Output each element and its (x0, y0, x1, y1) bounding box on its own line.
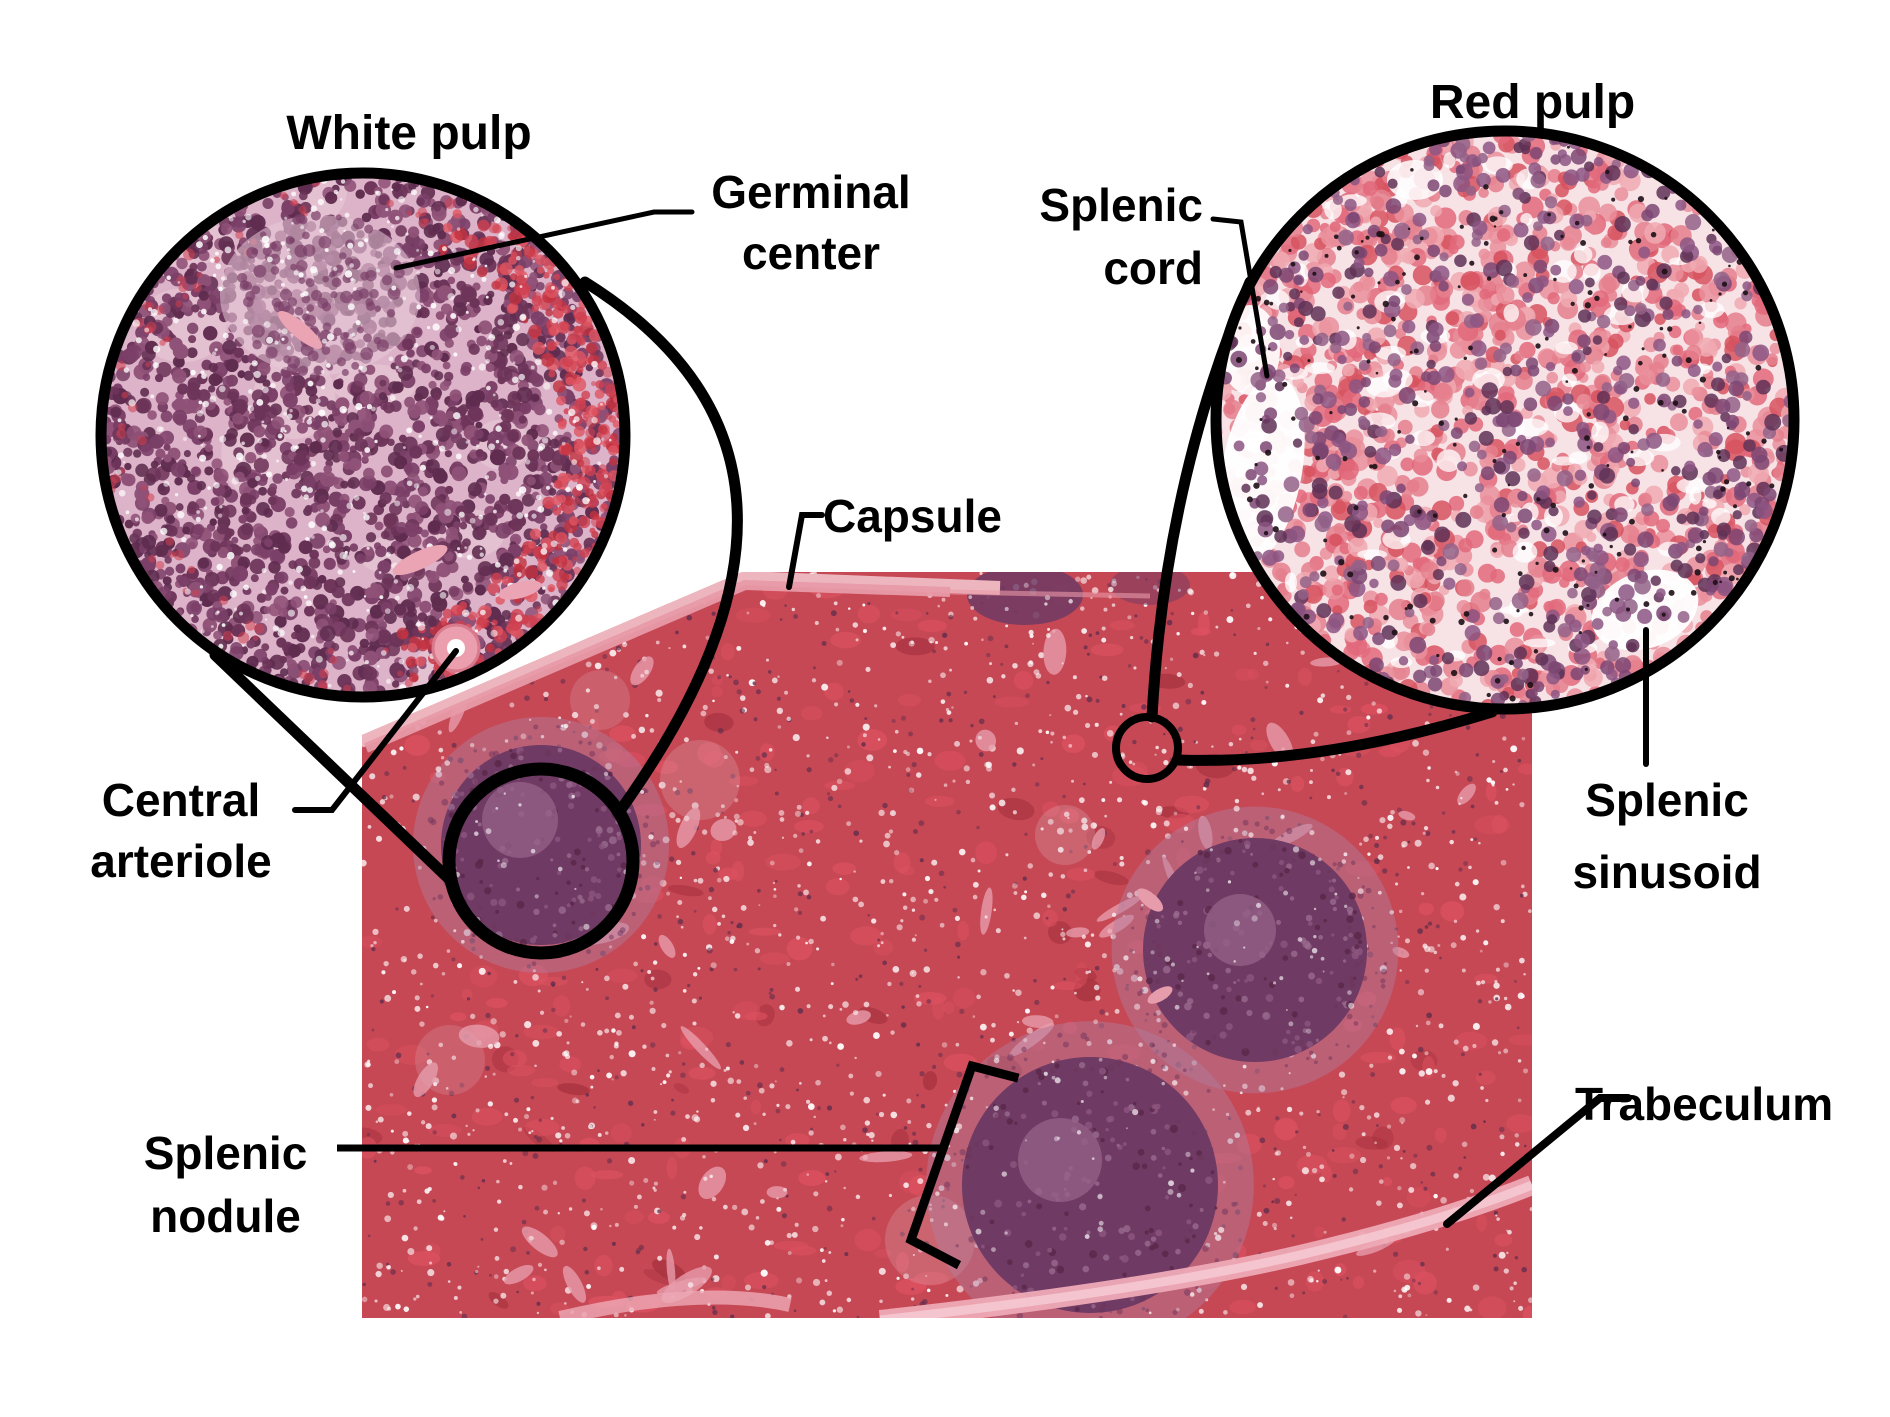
white-pulp-callout-circle (442, 762, 640, 960)
label-splenic-nodule: Splenic nodule (143, 1127, 308, 1243)
label-red-pulp: Red pulp (1429, 76, 1636, 129)
label-splenic-sinusoid: Splenic sinusoid (1572, 774, 1762, 899)
red-pulp-cone-right-line (1172, 706, 1498, 766)
splenic-cord-leader-line (1210, 216, 1270, 379)
capsule-leader-line (786, 512, 825, 590)
white-pulp-cone-right-line (579, 276, 743, 814)
label-white-pulp: White pulp (286, 107, 532, 160)
label-splenic-cord: Splenic cord (1039, 179, 1203, 295)
label-capsule: Capsule (823, 490, 1002, 542)
main-micrograph (362, 572, 1532, 1318)
red-pulp-callout-circle (1112, 713, 1182, 783)
label-central-arteriole: Central arteriole (90, 774, 272, 888)
white-pulp-cone-left-line (209, 649, 455, 885)
white-pulp-inset-image (102, 174, 624, 696)
red-pulp-inset-border (1210, 125, 1800, 715)
splenic-nodule-bracket (905, 1060, 1020, 1270)
label-trabeculum: Trabeculum (1575, 1078, 1834, 1130)
germinal-center-leader-line (393, 209, 695, 271)
red-pulp-inset-image (1217, 132, 1793, 708)
label-germinal-center: Germinal center (711, 166, 911, 279)
white-pulp-inset-border (95, 167, 631, 703)
trabeculum-leader-line (1443, 1094, 1632, 1228)
central-arteriole-leader-line (292, 648, 459, 813)
